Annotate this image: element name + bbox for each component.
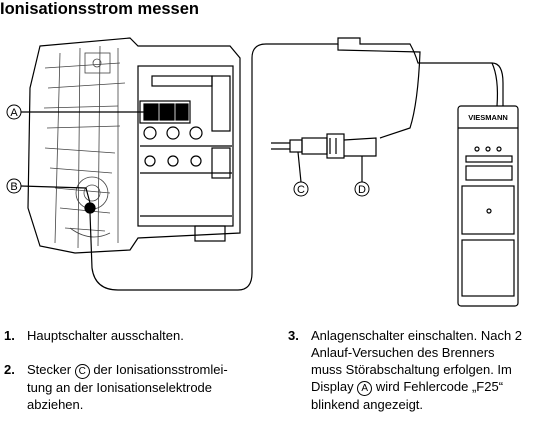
callout-b: B [10,181,17,193]
callout-d: D [358,184,366,196]
device-brand-label: VIESMANN [468,113,508,122]
measuring-device [457,105,519,307]
burner-diagram: A B C D VIESMANN [6,37,519,307]
step-2-text-line2: tung an der Ionisationselektrode [27,380,213,395]
callout-c-circle [293,181,309,197]
callout-a-inline: A [357,381,373,396]
step-3-text-rest4: wird Fehlercode „F25“ [375,379,504,394]
callout-b-circle [6,178,22,194]
step-3-text-line5: blinkend angezeigt. [311,397,424,412]
ionisation-electrode [84,202,96,214]
callout-c: C [297,184,305,196]
step-3: 3. Anlagenschalter einschalten. Nach 2 A… [288,327,553,417]
callout-c-inline: C [74,364,90,379]
step-1-text: Hauptschalter ausschalten. [27,328,184,343]
step-3-text-line2: Anlauf-Versuchen des Brenners [311,345,495,360]
callout-a-circle [6,104,22,120]
step-2: 2. Stecker C der Ionisationsstromlei- tu… [4,361,269,415]
step-3-text-pre4: Display [311,379,354,394]
step-3-number: 3. [288,328,299,343]
leader-b [20,185,91,204]
step-2-text-pre: Stecker [27,362,72,377]
step-2-number: 2. [4,362,15,377]
step-2-text-line3: abziehen. [27,397,84,412]
step-2-text-line1: der Ionisationsstromlei- [93,362,228,377]
step-3-text-line3: muss Störabschaltung erfolgen. Im [311,362,512,377]
page-title: Ionisationsstrom messen [0,0,199,18]
callout-a: A [10,107,18,119]
test-plug-assembly [271,133,377,159]
leader-c [297,151,302,183]
step-1: 1. Hauptschalter ausschalten. [4,327,264,345]
callout-d-circle [354,181,370,197]
step-1-number: 1. [4,328,15,343]
step-3-text-line1: Anlagenschalter einschalten. Nach 2 [311,328,523,343]
